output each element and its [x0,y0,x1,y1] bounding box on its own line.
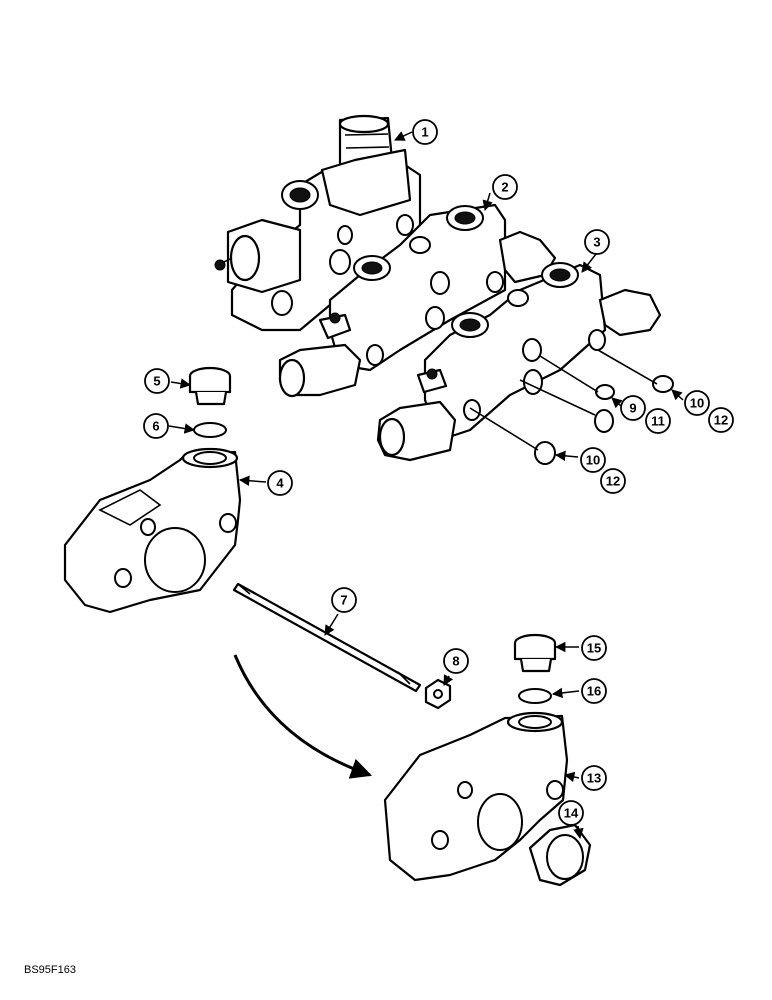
callout-14-label: 14 [564,806,579,821]
callout-7: 7 [331,587,357,613]
callout-11-label: 11 [651,414,665,429]
plug-15 [513,633,557,673]
valve-section-2 [278,203,557,398]
callout-12-lower: 12 [600,468,626,494]
callout-5: 5 [144,368,170,394]
o-ring-16 [518,688,552,704]
callout-10-lower-label: 10 [586,453,600,468]
callout-12-upper-label: 12 [714,413,728,428]
callout-2: 2 [492,174,518,200]
callout-1: 1 [412,119,438,145]
plug-5 [188,366,232,406]
callout-3-label: 3 [593,235,600,250]
callout-6: 6 [143,413,169,439]
callout-1-label: 1 [421,125,428,140]
figure-code: BS95F163 [24,964,76,976]
end-cover-4 [63,447,242,614]
callout-10-upper: 10 [684,390,710,416]
callout-15: 15 [581,635,607,661]
o-ring-9 [595,384,615,400]
callout-16-label: 16 [587,684,601,699]
callout-12-upper: 12 [708,407,734,433]
callout-9-label: 9 [629,401,636,416]
o-ring-10-lower [534,441,556,465]
callout-5-label: 5 [153,374,160,389]
callout-4-label: 4 [276,476,284,491]
callout-8-label: 8 [452,654,459,669]
callout-2-label: 2 [501,180,508,195]
callout-16: 16 [581,678,607,704]
callout-13: 13 [581,765,607,791]
o-ring-10-upper [652,375,674,393]
callout-10-lower: 10 [580,447,606,473]
tie-rod-7 [232,582,422,693]
callout-8: 8 [443,648,469,674]
callout-13-label: 13 [587,771,601,786]
callout-11: 11 [645,408,671,434]
callout-9: 9 [620,395,646,421]
o-ring-6 [193,422,227,438]
callout-leaders [168,131,684,840]
callout-12-lower-label: 12 [606,474,620,489]
callout-10-upper-label: 10 [690,396,704,411]
callout-14: 14 [558,800,584,826]
callout-7-label: 7 [340,593,347,608]
o-ring-11 [594,409,614,433]
callout-4: 4 [267,470,293,496]
valve-section-3 [376,262,662,462]
position-arrow [233,654,372,779]
callout-6-label: 6 [152,419,159,434]
plug-14 [528,823,592,887]
nut-8 [424,678,452,710]
callout-3: 3 [584,229,610,255]
end-cover-13 [383,711,569,882]
callout-15-label: 15 [587,641,601,656]
